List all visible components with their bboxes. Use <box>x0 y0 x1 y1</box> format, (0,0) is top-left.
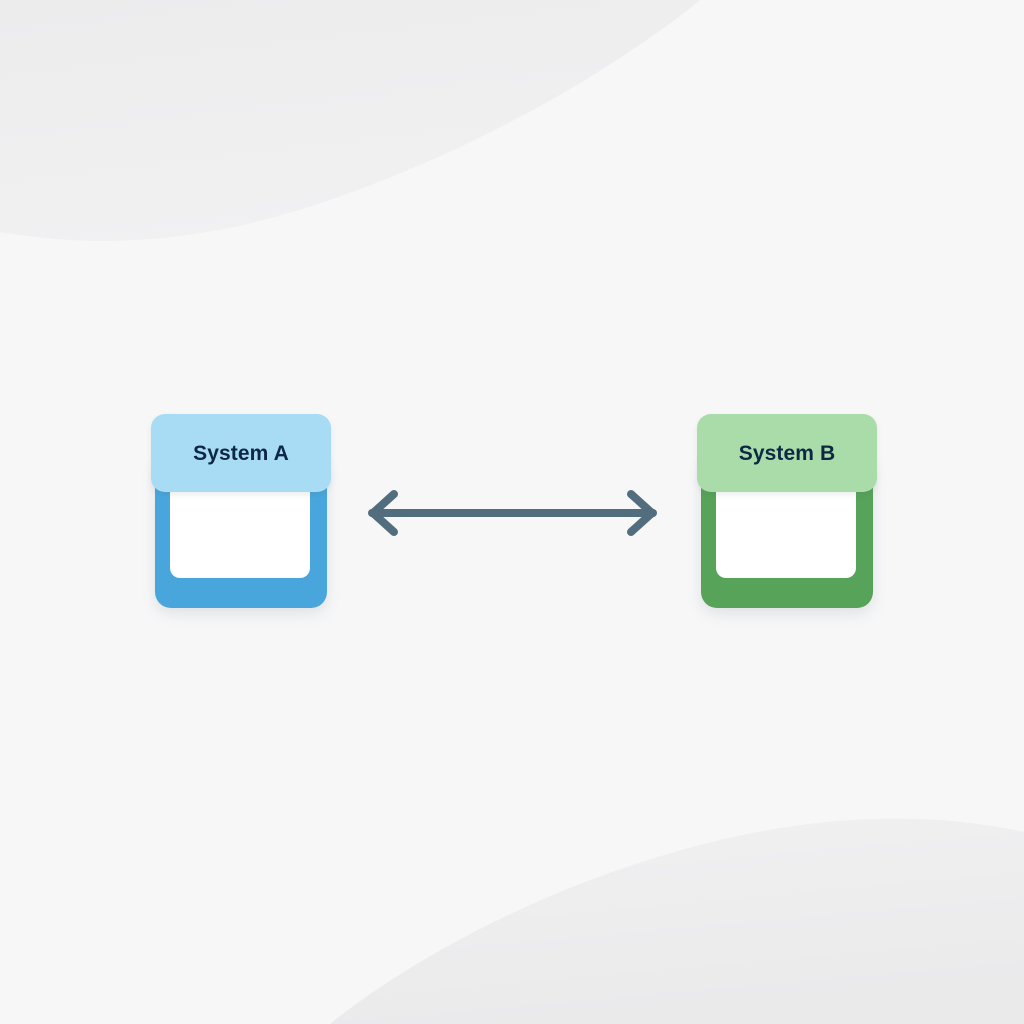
node-a-label: System A <box>193 441 289 465</box>
connector-a-b[interactable] <box>360 487 665 539</box>
arrowhead-left-icon <box>369 490 398 536</box>
node-system-a[interactable]: System A <box>151 414 331 608</box>
node-b-label: System B <box>738 441 836 465</box>
arrowhead-right-icon <box>627 490 656 536</box>
node-b-header: System B <box>697 414 877 492</box>
node-a-panel <box>170 492 310 578</box>
node-a-header: System A <box>151 414 331 492</box>
node-system-b[interactable]: System B <box>697 414 877 608</box>
node-b-panel <box>716 492 856 578</box>
